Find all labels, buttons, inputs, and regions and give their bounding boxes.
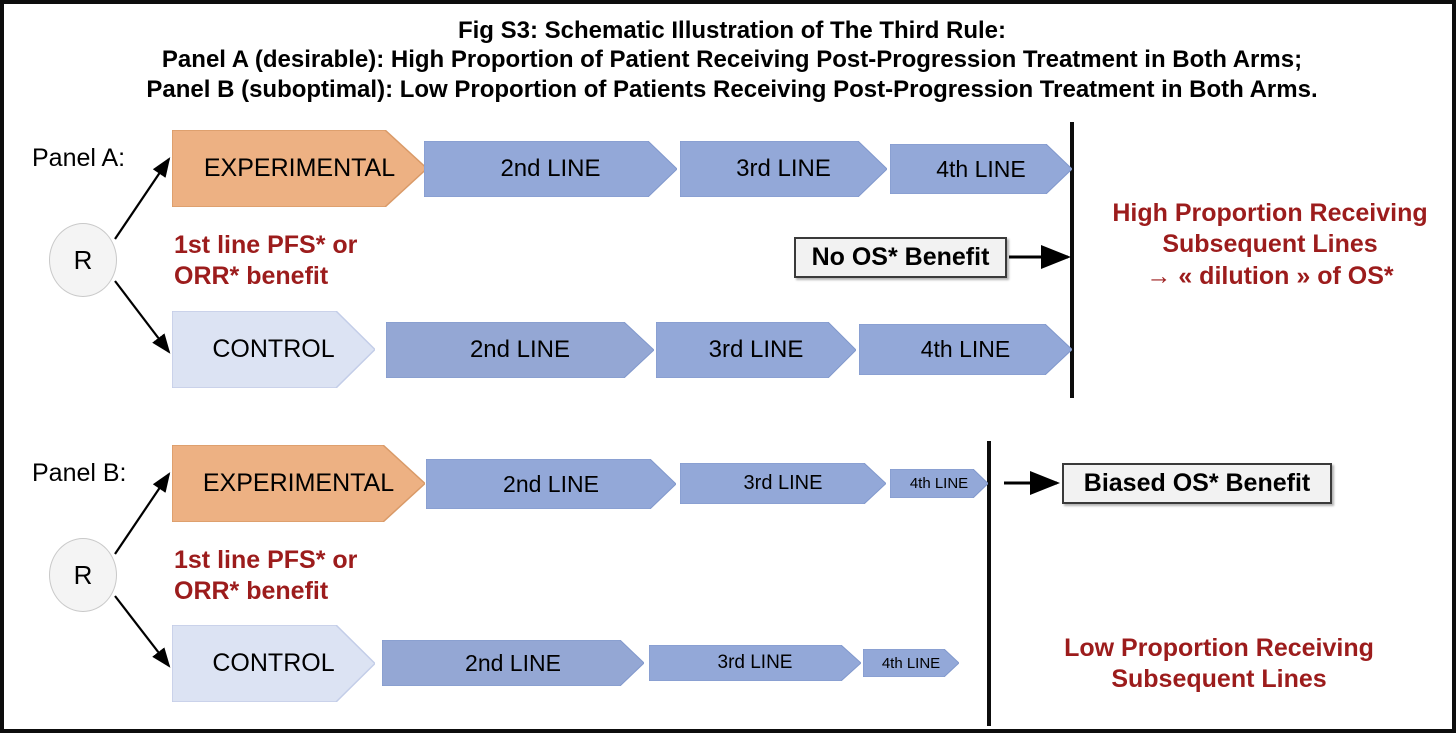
panel-b-label: Panel B: xyxy=(32,459,127,487)
panel-b-control-line-4[interactable]: 4th LINE xyxy=(863,649,959,677)
panel-b-experimental-line-2[interactable]: 2nd LINE xyxy=(426,459,676,509)
panel-a-outcome-box[interactable]: No OS* Benefit xyxy=(794,237,1007,278)
chevron-shape xyxy=(382,640,644,686)
chevron-shape xyxy=(172,445,425,522)
chevron-shape xyxy=(890,144,1072,194)
panel-a-randomization-letter: R xyxy=(73,244,93,275)
chevron-shape xyxy=(172,311,375,388)
panel-b-control-line-3[interactable]: 3rd LINE xyxy=(649,645,861,681)
title-line-1: Fig S3: Schematic Illustration of The Th… xyxy=(457,17,1007,44)
panel-b-conclusion: Low Proportion Receiving Subsequent Line… xyxy=(1024,633,1414,696)
panel-a-conclusion-line-3: → « dilution » of OS* xyxy=(1146,261,1394,290)
panel-b-branch-annotation: 1st line PFS* or ORR* benefit xyxy=(174,545,504,608)
panel-a-divider xyxy=(1070,122,1074,398)
panel-a-outcome-label: No OS* Benefit xyxy=(811,243,990,271)
title-line-3: Panel B (suboptimal): Low Proportion of … xyxy=(146,75,1318,103)
panel-b-conclusion-line-1: Low Proportion Receiving xyxy=(1064,634,1374,662)
chevron-shape xyxy=(859,324,1072,375)
chevron-shape xyxy=(863,649,959,677)
panel-b-control-treatment[interactable]: CONTROL xyxy=(172,625,375,702)
panel-b-experimental-line-3[interactable]: 3rd LINE xyxy=(680,463,886,504)
panel-a-branch-annotation-line-1: 1st line PFS* or xyxy=(174,231,358,259)
panel-b-branch-annotation-line-1: 1st line PFS* or xyxy=(174,546,358,574)
panel-a-control-line-2[interactable]: 2nd LINE xyxy=(386,322,654,378)
panel-a-control-line-3[interactable]: 3rd LINE xyxy=(656,322,856,378)
panel-b-outcome-label: Biased OS* Benefit xyxy=(1083,469,1311,497)
panel-a-conclusion-line-1: High Proportion Receiving xyxy=(1112,199,1428,227)
title-line-2: Panel A (desirable): High Proportion of … xyxy=(161,46,1303,74)
panel-a-label: Panel A: xyxy=(32,144,126,172)
panel-a-control-treatment[interactable]: CONTROL xyxy=(172,311,375,388)
panel-b-conclusion-line-2: Subsequent Lines xyxy=(1111,665,1327,694)
panel-b-experimental-treatment[interactable]: EXPERIMENTAL xyxy=(172,445,425,522)
chevron-shape xyxy=(386,322,654,378)
panel-b-control-line-2[interactable]: 2nd LINE xyxy=(382,640,644,686)
chevron-shape xyxy=(172,130,427,207)
panel-a-experimental-treatment[interactable]: EXPERIMENTAL xyxy=(172,130,427,207)
panel-a-conclusion-line-2: Subsequent Lines xyxy=(1162,230,1378,259)
panel-a-randomization-node: R xyxy=(49,223,117,297)
chevron-shape xyxy=(890,469,988,498)
panel-a-experimental-line-2[interactable]: 2nd LINE xyxy=(424,141,677,197)
chevron-shape xyxy=(680,463,886,504)
panel-b-branch-annotation-line-2: ORR* benefit xyxy=(174,577,329,606)
chevron-shape xyxy=(172,625,375,702)
panel-b-experimental-line-4[interactable]: 4th LINE xyxy=(890,469,988,498)
chevron-shape xyxy=(424,141,677,197)
figure-title: Fig S3: Schematic Illustration of The Th… xyxy=(4,16,1452,104)
panel-a-branch-arrow-control xyxy=(114,280,171,354)
panel-a-branch-annotation-line-2: ORR* benefit xyxy=(174,262,329,291)
panel-b-divider xyxy=(987,441,991,726)
panel-b-branch-arrow-control xyxy=(114,595,171,668)
chevron-shape xyxy=(656,322,856,378)
chevron-shape xyxy=(680,141,887,197)
panel-b-randomization-node: R xyxy=(49,538,117,612)
panel-a-experimental-line-4[interactable]: 4th LINE xyxy=(890,144,1072,194)
panel-a-branch-annotation: 1st line PFS* or ORR* benefit xyxy=(174,230,504,293)
chevron-shape xyxy=(426,459,676,509)
panel-a-control-line-4[interactable]: 4th LINE xyxy=(859,324,1072,375)
chevron-shape xyxy=(649,645,861,681)
panel-b-outcome-box[interactable]: Biased OS* Benefit xyxy=(1062,463,1332,504)
panel-a-conclusion: High Proportion Receiving Subsequent Lin… xyxy=(1084,198,1452,292)
panel-a-experimental-line-3[interactable]: 3rd LINE xyxy=(680,141,887,197)
panel-b-randomization-letter: R xyxy=(73,559,93,590)
